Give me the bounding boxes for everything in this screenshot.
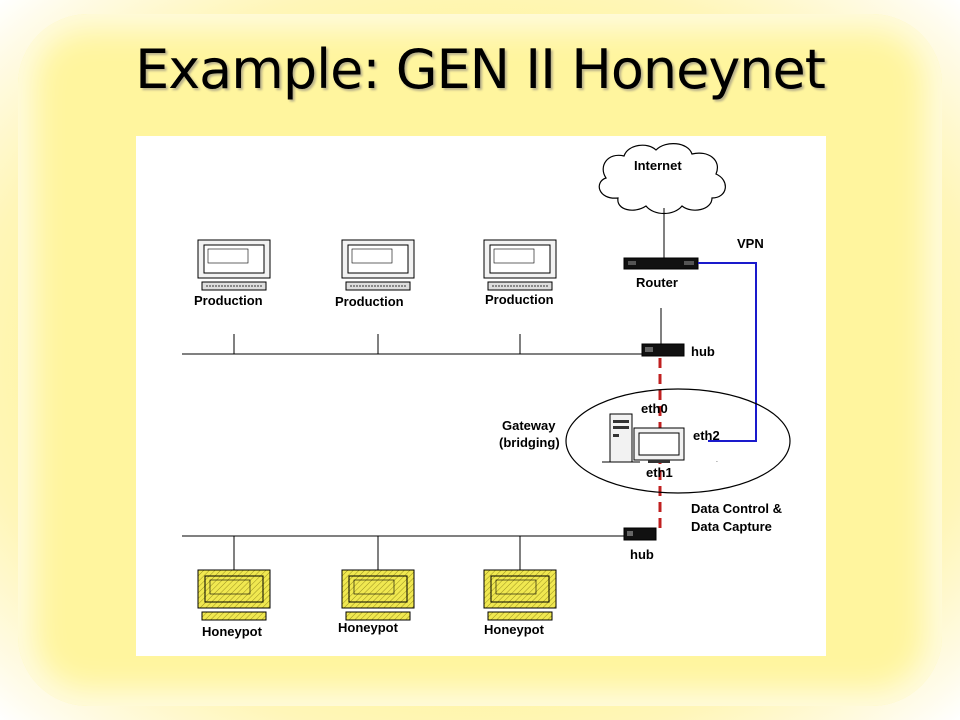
hub-top-icon — [641, 343, 685, 357]
internet-label: Internet — [634, 158, 682, 173]
hub-bottom-icon — [623, 527, 657, 541]
production-computer-icon — [483, 239, 557, 291]
vpn-label: VPN — [737, 236, 764, 251]
gateway-tower-icon — [602, 413, 640, 463]
internet-cloud-icon — [598, 143, 726, 215]
eth1-label: eth1 — [646, 465, 673, 480]
production-label-1: Production — [194, 293, 263, 308]
vpn-link — [698, 262, 757, 442]
router-icon — [623, 257, 699, 270]
honeypot-computer-icon — [341, 569, 415, 621]
router-label: Router — [636, 275, 678, 290]
data-control-label-line2: Data Capture — [691, 519, 772, 534]
eth0-label: eth0 — [641, 401, 668, 416]
honeypot-label-1: Honeypot — [202, 624, 262, 639]
eth2-dot: . — [716, 457, 718, 464]
data-control-label-line1: Data Control & — [691, 501, 782, 516]
gateway-label-line1: Gateway — [502, 418, 556, 433]
gateway-monitor-icon — [633, 427, 685, 463]
slide-title: Example: GEN II Honeynet — [135, 38, 826, 101]
eth2-label: eth2 — [693, 428, 720, 443]
gateway-label-line2: (bridging) — [499, 435, 560, 450]
hub-bottom-label: hub — [630, 547, 654, 562]
gateway-boundary — [565, 388, 791, 494]
honeypot-computer-icon — [197, 569, 271, 621]
honeypot-label-2: Honeypot — [338, 620, 398, 635]
production-label-2: Production — [335, 294, 404, 309]
honeypot-label-3: Honeypot — [484, 622, 544, 637]
hub-top-label: hub — [691, 344, 715, 359]
network-diagram: . — [136, 136, 826, 656]
production-label-3: Production — [485, 292, 554, 307]
honeypot-computer-icon — [483, 569, 557, 621]
production-computer-icon — [341, 239, 415, 291]
production-computer-icon — [197, 239, 271, 291]
diagram-canvas: . — [182, 143, 791, 621]
